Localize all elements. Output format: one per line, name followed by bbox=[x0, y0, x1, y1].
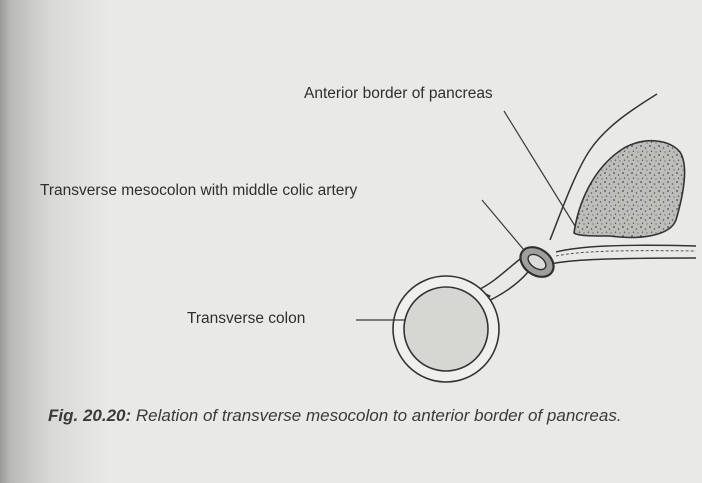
label-mesocolon: Transverse mesocolon with middle colic a… bbox=[40, 182, 357, 200]
caption-text: Relation of transverse mesocolon to ante… bbox=[131, 406, 621, 425]
figure-caption: Fig. 20.20: Relation of transverse mesoc… bbox=[48, 405, 693, 427]
transverse-colon-lumen bbox=[404, 287, 488, 371]
leader-mesocolon bbox=[482, 200, 524, 250]
label-transverse-colon: Transverse colon bbox=[187, 310, 305, 328]
pancreas bbox=[574, 141, 685, 238]
leader-anterior-border bbox=[504, 111, 575, 226]
peritoneum-lower-line bbox=[550, 258, 696, 264]
mesocolon-upper-leaf bbox=[478, 256, 524, 290]
vessel-posterior-inner bbox=[556, 251, 696, 256]
label-anterior-border: Anterior border of pancreas bbox=[304, 85, 493, 103]
figure-number: Fig. 20.20: bbox=[48, 406, 131, 425]
